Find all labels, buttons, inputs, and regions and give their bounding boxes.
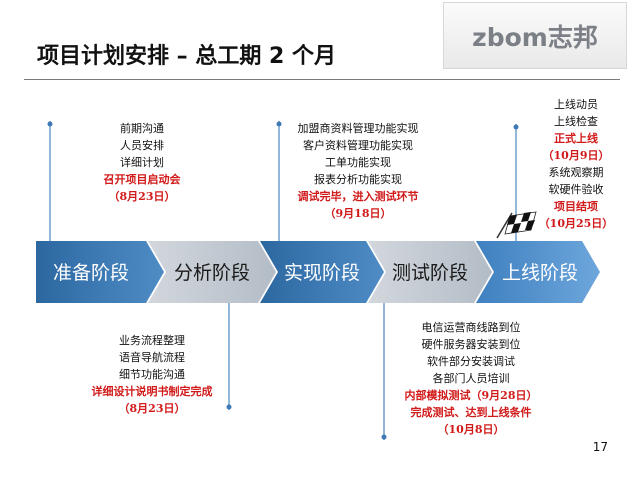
milestone-line: 召开项目启动会 — [103, 173, 181, 186]
stage-prepare — [36, 241, 164, 303]
task-line: 人员安排 — [120, 139, 164, 152]
milestone-line: （10月9日） — [542, 149, 610, 162]
company-logo: zbom志邦 — [443, 2, 627, 69]
checkered-flag-icon — [496, 211, 537, 239]
page-title: 项目计划安排 – 总工期 2 个月 — [37, 44, 336, 69]
task-line: 上线动员 — [554, 98, 598, 111]
task-line: 业务流程整理 — [119, 334, 185, 347]
task-line: 硬件服务器安装到位 — [421, 338, 521, 351]
implement-stage-notes: 加盟商资料管理功能实现客户资料管理功能实现工单功能实现报表分析功能实现调试完毕，… — [270, 120, 446, 222]
milestone-line: 项目结项 — [554, 200, 598, 213]
task-line: 客户资料管理功能实现 — [303, 139, 413, 152]
task-line: 前期沟通 — [120, 122, 164, 135]
analysis-stage-notes: 业务流程整理语音导航流程细节功能沟通详细设计说明书制定完成 （8月23日） — [72, 332, 232, 417]
task-line: 工单功能实现 — [325, 156, 391, 169]
title-divider — [24, 79, 620, 80]
test-stage-notes: 电信运营商线路到位硬件服务器安装到位软件部分安装调试各部门人员培训内部模拟测试（… — [382, 319, 560, 438]
connector-dot-analysis — [226, 404, 232, 410]
stage-label-prepare: 准备阶段 — [53, 262, 129, 284]
milestone-line: （10月25日） — [538, 217, 614, 230]
stage-test — [368, 241, 492, 303]
connector-dot-launch — [513, 124, 519, 130]
connector-dot-prepare — [47, 121, 53, 127]
prepare-stage-notes: 前期沟通人员安排详细计划召开项目启动会 （8月23日） — [52, 120, 232, 205]
task-line: 软硬件验收 — [548, 183, 604, 196]
stage-label-test: 测试阶段 — [392, 262, 468, 284]
milestone-line: 完成测试、达到上线条件 — [410, 406, 532, 419]
page-number: 17 — [592, 440, 608, 454]
stage-implement — [260, 241, 384, 303]
task-line: 报表分析功能实现 — [314, 173, 402, 186]
task-line: 软件部分安装调试 — [427, 355, 515, 368]
task-line: 详细计划 — [120, 156, 164, 169]
stage-analysis — [148, 241, 276, 303]
milestone-line: 内部模拟测试（9月28日） — [404, 389, 538, 402]
milestone-line: 正式上线 — [554, 132, 598, 145]
milestone-line: （8月23日） — [118, 402, 186, 415]
milestone-line: （8月23日） — [108, 190, 176, 203]
milestone-line: 调试完毕，进入测试环节 — [297, 190, 419, 203]
task-line: 系统观察期 — [548, 166, 604, 179]
stage-label-launch: 上线阶段 — [502, 262, 578, 284]
stage-label-implement: 实现阶段 — [284, 262, 360, 284]
task-line: 加盟商资料管理功能实现 — [297, 122, 419, 135]
task-line: 各部门人员培训 — [432, 372, 510, 385]
stage-label-analysis: 分析阶段 — [174, 262, 250, 284]
task-line: 语音导航流程 — [119, 351, 185, 364]
task-line: 电信运营商线路到位 — [421, 321, 521, 334]
task-line: 细节功能沟通 — [119, 368, 185, 381]
milestone-line: （10月8日） — [437, 423, 505, 436]
milestone-line: （9月18日） — [324, 207, 392, 220]
connector-dot-implement — [276, 121, 282, 127]
logo-text: zbom志邦 — [472, 22, 598, 52]
milestone-line: 详细设计说明书制定完成 — [91, 385, 213, 398]
connector-dot-test — [381, 434, 387, 440]
task-line: 上线检查 — [554, 115, 598, 128]
launch-stage-notes: 上线动员上线检查正式上线 （10月9日） 系统观察期软硬件验收项目结项 （10月25日… — [530, 96, 622, 232]
stage-launch — [476, 241, 600, 303]
